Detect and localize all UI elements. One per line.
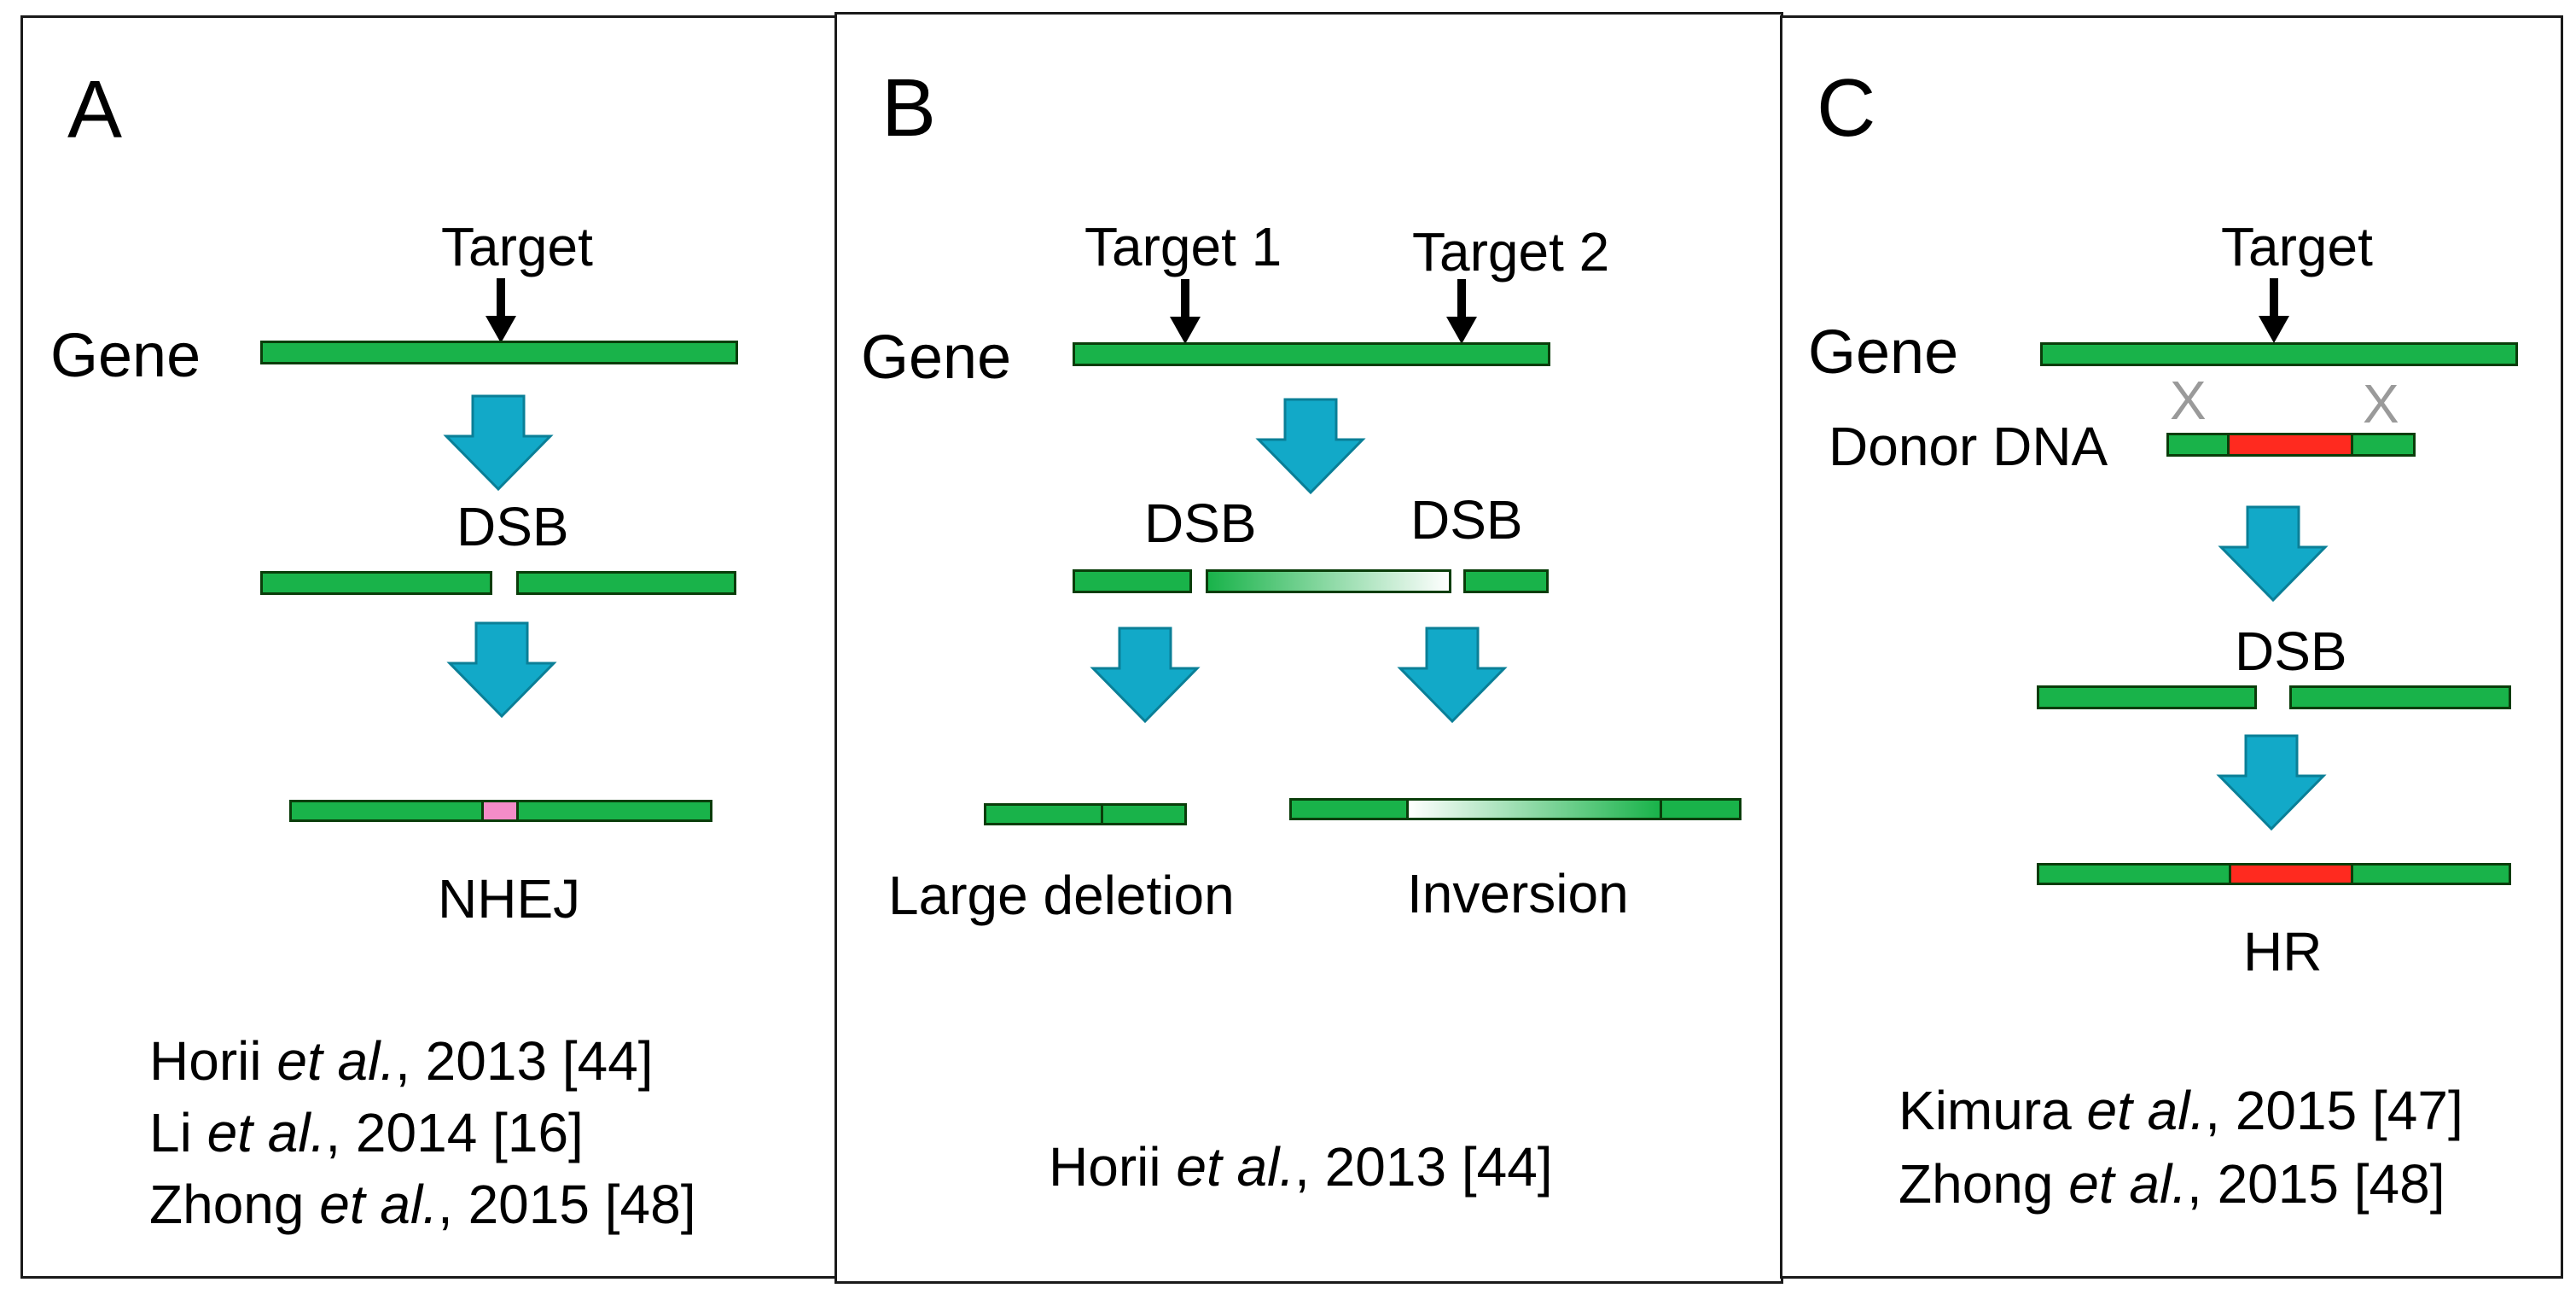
- panel-c-gene-bar: [2040, 342, 2518, 366]
- panel-b-target2-label: Target 2: [1412, 221, 1610, 283]
- panel-c-donor-label: Donor DNA: [1829, 416, 2108, 477]
- panel-a-citations: Horii et al., 2013 [44] Li et al., 2014 …: [149, 1034, 695, 1249]
- citation-line: Zhong et al., 2015 [48]: [1899, 1153, 2445, 1215]
- panel-c-letter: C: [1817, 62, 1876, 154]
- panel-c-dsb-left-bar: [2037, 685, 2257, 709]
- panel-a-nhej-bar: [289, 800, 712, 822]
- citation-line: Horii et al., 2013 [44]: [1049, 1136, 1553, 1198]
- panel-b-inversion-bar: [1289, 798, 1742, 820]
- block-down-arrow-icon: [443, 394, 554, 492]
- panel-c-gene-label: Gene: [1808, 318, 1959, 387]
- panel-b-deletion-junction: [1101, 803, 1103, 825]
- panel-b-dsb-right-bar: [1463, 569, 1549, 593]
- block-down-arrow-icon: [1090, 627, 1201, 724]
- panel-c: C Target Gene X X Donor DNA DSB HR Kimur…: [1780, 15, 2563, 1279]
- block-down-arrow-icon: [2216, 734, 2327, 831]
- block-down-arrow-icon: [2218, 505, 2329, 603]
- panel-c-target-label: Target: [2221, 216, 2373, 277]
- panel-a-indel-segment: [481, 800, 519, 822]
- citation-line: Zhong et al., 2015 [48]: [149, 1174, 696, 1235]
- citation-line: Horii et al., 2013 [44]: [149, 1030, 654, 1092]
- panel-c-dsb-right-bar: [2289, 685, 2511, 709]
- panel-b-inverted-segment: [1406, 798, 1662, 820]
- panel-b-target1-label: Target 1: [1084, 216, 1282, 277]
- citation-line: Kimura et al., 2015 [47]: [1899, 1080, 2463, 1141]
- down-arrow-icon: [1446, 279, 1477, 344]
- panel-b-result1-label: Large deletion: [888, 865, 1235, 926]
- panel-c-hr-bar: [2037, 863, 2511, 885]
- citation-line: Li et al., 2014 [16]: [149, 1102, 584, 1163]
- panel-c-crossover-mark-right: X: [2363, 373, 2399, 434]
- panel-c-result-label: HR: [2243, 921, 2323, 982]
- panel-b-gene-bar: [1073, 342, 1550, 366]
- panel-a-gene-bar: [260, 341, 738, 364]
- panel-a-result-label: NHEJ: [438, 868, 581, 930]
- panel-a-letter: A: [67, 64, 123, 155]
- panel-a-dsb-left-bar: [260, 571, 492, 595]
- down-arrow-icon: [1170, 279, 1201, 344]
- panel-b-dsb1-label: DSB: [1144, 493, 1257, 554]
- panel-a-dsb-label: DSB: [456, 496, 569, 557]
- panel-b-dsb-left-bar: [1073, 569, 1192, 593]
- panel-c-dsb-label: DSB: [2235, 621, 2347, 682]
- block-down-arrow-icon: [1255, 398, 1366, 495]
- panel-b-excised-fragment: [1206, 569, 1451, 593]
- panel-b-citations: Horii et al., 2013 [44]: [1049, 1140, 1553, 1211]
- panel-b-deletion-bar: [984, 803, 1187, 825]
- block-down-arrow-icon: [446, 621, 557, 719]
- panel-c-crossover-mark-left: X: [2170, 370, 2207, 431]
- panel-b-gene-label: Gene: [861, 324, 1012, 392]
- block-down-arrow-icon: [1397, 627, 1508, 724]
- panel-b: B Target 1 Target 2 Gene DSB DSB Large d…: [834, 12, 1783, 1284]
- panel-b-result2-label: Inversion: [1407, 863, 1629, 924]
- down-arrow-icon: [2259, 278, 2289, 343]
- down-arrow-icon: [486, 278, 516, 343]
- panel-a: A Target Gene DSB NHEJ Horii et al., 201…: [20, 15, 838, 1279]
- panel-b-dsb2-label: DSB: [1410, 489, 1523, 551]
- panel-a-target-label: Target: [441, 216, 593, 277]
- panel-c-hr-insert: [2229, 863, 2353, 885]
- panel-b-letter: B: [881, 62, 937, 154]
- panel-c-donor-insert: [2227, 433, 2353, 457]
- panel-a-dsb-right-bar: [516, 571, 736, 595]
- panel-a-gene-label: Gene: [50, 322, 201, 390]
- panel-c-citations: Kimura et al., 2015 [47] Zhong et al., 2…: [1899, 1083, 2463, 1230]
- panel-c-donor-bar: [2166, 433, 2416, 457]
